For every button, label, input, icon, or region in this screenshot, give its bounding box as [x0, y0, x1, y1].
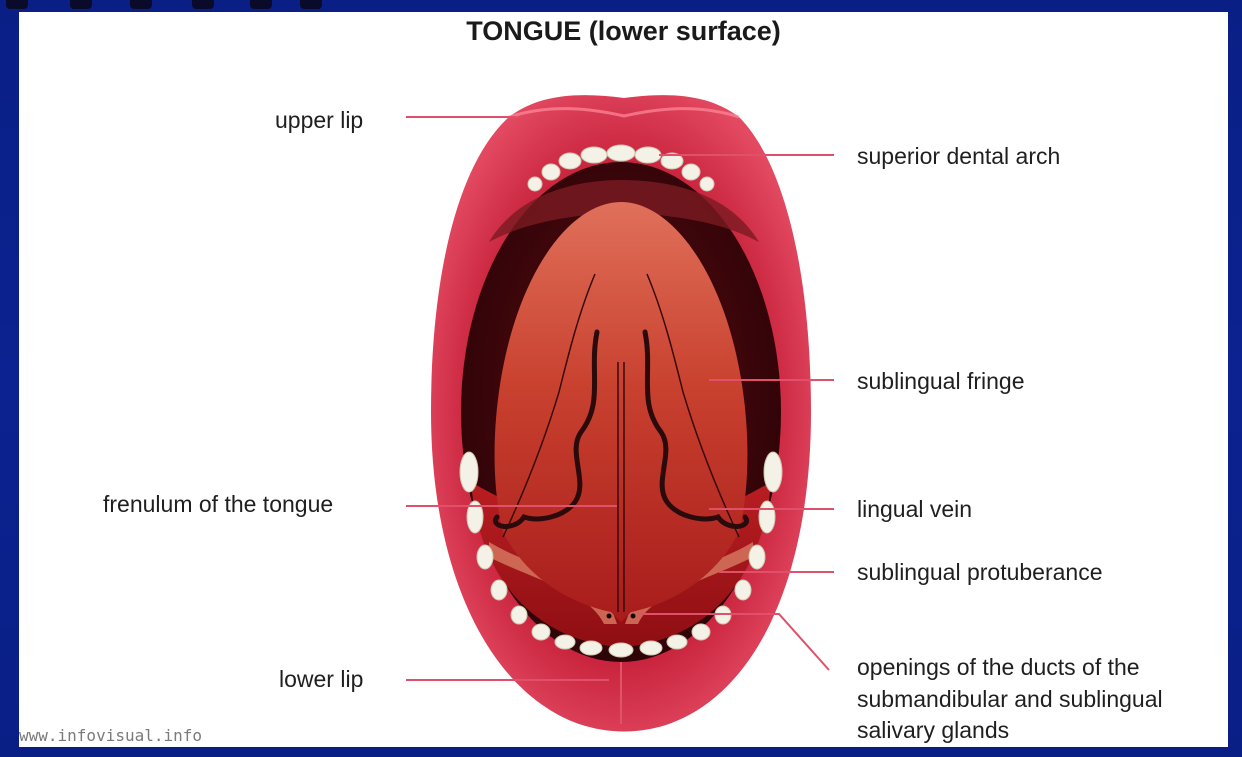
label-lower-lip: lower lip: [279, 666, 364, 692]
slide-decoration: [0, 0, 330, 12]
watermark: www.infovisual.info: [19, 726, 203, 745]
label-sublingual-fringe: sublingual fringe: [857, 368, 1025, 394]
decoration-bar: [300, 0, 322, 9]
decoration-bar: [192, 0, 214, 9]
label-lingual-vein: lingual vein: [857, 496, 973, 522]
diagram-panel: TONGUE (lower surface): [19, 12, 1228, 747]
label-openings-line3: salivary glands: [857, 717, 1010, 743]
lower-teeth: [459, 451, 783, 658]
decoration-bar: [250, 0, 272, 9]
mouth-illustration: [406, 95, 834, 732]
label-superior-dental-arch: superior dental arch: [857, 143, 1061, 169]
decoration-bar: [130, 0, 152, 9]
decoration-bar: [70, 0, 92, 9]
diagram-title: TONGUE (lower surface): [466, 16, 781, 46]
leader-lines: [406, 116, 834, 681]
sublingual-fringe-left: [502, 273, 596, 538]
label-openings-line2: submandibular and sublingual: [857, 686, 1163, 712]
label-upper-lip: upper lip: [275, 107, 364, 133]
label-frenulum: frenulum of the tongue: [103, 491, 334, 517]
lingual-vein-left: [492, 329, 600, 529]
leader-openings: [639, 613, 830, 671]
decoration-bar: [6, 0, 28, 9]
label-openings-line1: openings of the ducts of the: [857, 654, 1140, 680]
label-sublingual-protuberance: sublingual protuberance: [857, 559, 1103, 585]
sublingual-fringe-right: [646, 273, 740, 538]
lingual-vein-right: [642, 329, 750, 529]
upper-teeth: [527, 144, 715, 192]
